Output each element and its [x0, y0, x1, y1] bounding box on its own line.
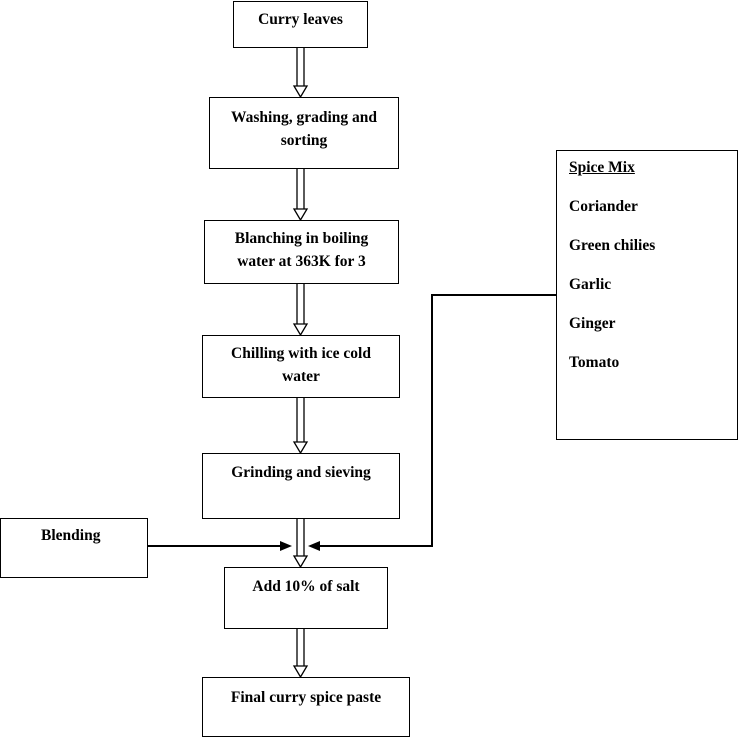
blending-label: Blending	[41, 527, 101, 544]
step-label-line-1: Chilling with ice cold	[231, 345, 371, 362]
step-washing: Washing, grading and sorting	[209, 97, 399, 169]
spice-item: Green chilies	[569, 237, 656, 254]
spice-mix-box: Spice Mix Coriander Green chilies Garlic…	[556, 150, 738, 440]
down-arrow-4	[292, 398, 309, 455]
spice-item: Ginger	[569, 315, 616, 332]
blending-arrow	[148, 541, 292, 551]
step-add-salt: Add 10% of salt	[224, 567, 388, 629]
step-chilling: Chilling with ice cold water	[202, 335, 400, 398]
step-blanching: Blanching in boiling water at 363K for 3	[204, 220, 399, 284]
spice-item: Tomato	[569, 354, 620, 371]
step-label-line-2: sorting	[280, 132, 328, 149]
step-label: Grinding and sieving	[231, 464, 371, 481]
step-label: Final curry spice paste	[230, 689, 382, 706]
spice-mix-arrow	[308, 294, 556, 551]
step-label-line-2: water	[282, 368, 320, 385]
step-label: Add 10% of salt	[252, 578, 360, 595]
blending-box: Blending	[0, 518, 148, 578]
down-arrow-3	[292, 284, 309, 337]
step-label: Curry leaves	[258, 11, 343, 28]
step-label-line-1: Washing, grading and	[230, 109, 378, 126]
down-arrow-5	[292, 519, 309, 569]
spice-item: Garlic	[569, 276, 612, 293]
down-arrow-2	[292, 169, 309, 222]
spice-item: Coriander	[569, 198, 638, 215]
step-grinding: Grinding and sieving	[202, 453, 400, 519]
step-label-line-1: Blanching in boiling	[234, 230, 369, 247]
down-arrow-1	[292, 48, 309, 99]
step-curry-leaves: Curry leaves	[233, 1, 368, 48]
down-arrow-6	[292, 629, 309, 679]
step-final-paste: Final curry spice paste	[202, 677, 410, 737]
spice-mix-title: Spice Mix	[569, 159, 635, 176]
step-label-line-2: water at 363K for 3	[237, 253, 366, 270]
